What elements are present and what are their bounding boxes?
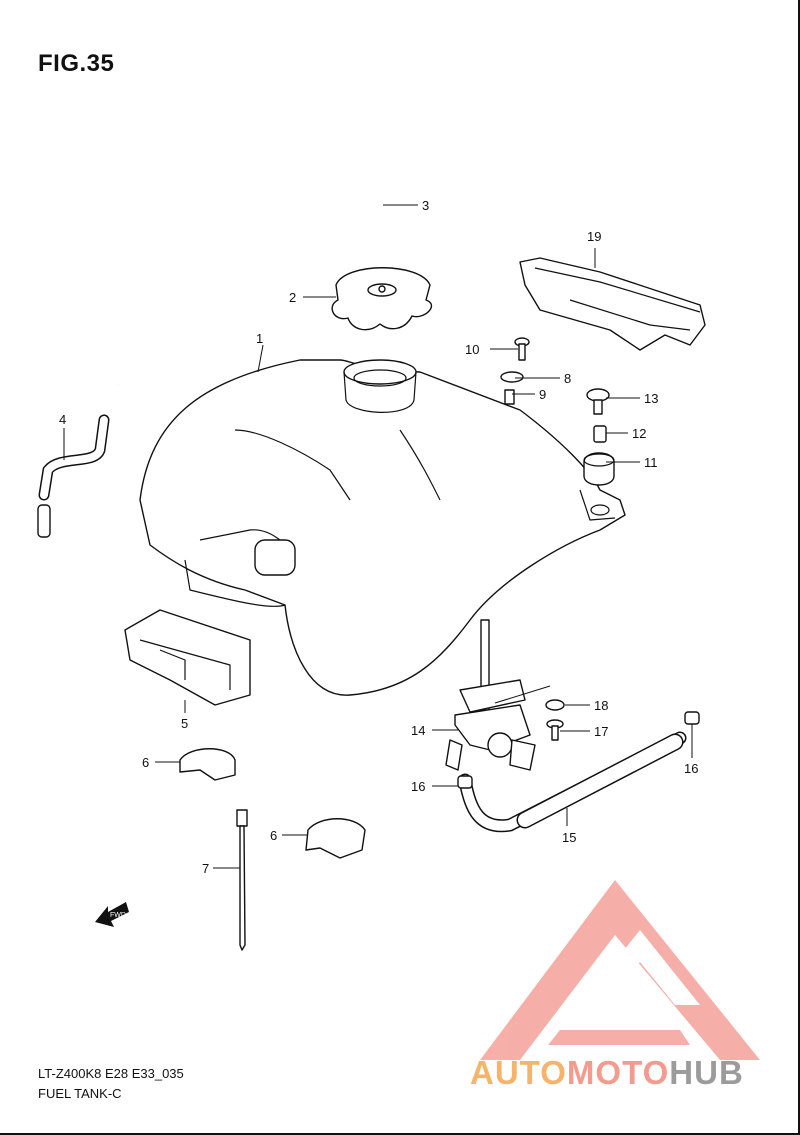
callout-17: 17 xyxy=(594,724,608,739)
hose-clip-lower xyxy=(457,775,473,789)
callout-18: 18 xyxy=(594,698,608,713)
callout-16b: 16 xyxy=(684,761,698,776)
fuel-valve xyxy=(445,619,536,771)
callout-14: 14 xyxy=(411,723,425,738)
callout-1: 1 xyxy=(256,331,263,346)
callout-7: 7 xyxy=(202,861,209,876)
washer-8 xyxy=(500,371,524,383)
callout-12: 12 xyxy=(632,426,646,441)
callout-3: 3 xyxy=(422,198,429,213)
callout-15: 15 xyxy=(562,830,576,845)
hose-clip-upper xyxy=(684,711,700,725)
watermark-hub: HUB xyxy=(669,1054,744,1091)
callout-16a: 16 xyxy=(411,779,425,794)
vent-hose xyxy=(37,414,110,538)
fuel-cap xyxy=(331,267,433,331)
watermark-logo xyxy=(480,880,760,1060)
callout-9: 9 xyxy=(539,387,546,402)
fuel-tank-cover xyxy=(519,257,706,351)
clamp-upper xyxy=(179,748,236,781)
callout-13: 13 xyxy=(644,391,658,406)
callout-10: 10 xyxy=(465,342,479,357)
callout-5: 5 xyxy=(181,716,188,731)
bolt-13 xyxy=(586,388,610,415)
callout-6a: 6 xyxy=(142,755,149,770)
watermark-moto: MOTO xyxy=(566,1054,670,1091)
callout-19: 19 xyxy=(587,229,601,244)
collar-9 xyxy=(504,389,515,405)
callout-6b: 6 xyxy=(270,828,277,843)
callout-4: 4 xyxy=(59,412,66,427)
cushion-11 xyxy=(583,452,615,486)
bolt-10 xyxy=(514,337,530,361)
breather-hose xyxy=(117,127,383,386)
figure-name: FUEL TANK-C xyxy=(38,1086,122,1101)
watermark-auto: AUTO xyxy=(470,1054,567,1091)
washer-18 xyxy=(545,699,565,711)
clamp-lower xyxy=(305,818,366,859)
spacer-12 xyxy=(593,425,607,443)
figure-title: FIG.35 xyxy=(38,50,115,77)
watermark-text: AUTOMOTOHUB xyxy=(470,1054,744,1092)
bolt-17 xyxy=(546,719,564,741)
tank-guard xyxy=(124,609,251,706)
leader-lines xyxy=(63,204,693,869)
callout-8: 8 xyxy=(564,371,571,386)
breather-hose-fill xyxy=(114,124,386,387)
callout-2: 2 xyxy=(289,290,296,305)
fwd-badge: FWD xyxy=(110,912,126,919)
callout-labels: 1 2 3 4 5 6 6 7 8 9 10 11 12 13 14 15 16… xyxy=(59,198,698,876)
fuel-tank xyxy=(139,359,626,696)
callout-11: 11 xyxy=(644,455,658,470)
fwd-arrow-icon: FWD xyxy=(95,902,129,927)
figure-code: LT-Z400K8 E28 E33_035 xyxy=(38,1066,184,1081)
cable-tie xyxy=(236,809,248,951)
fuel-hose xyxy=(458,731,687,833)
